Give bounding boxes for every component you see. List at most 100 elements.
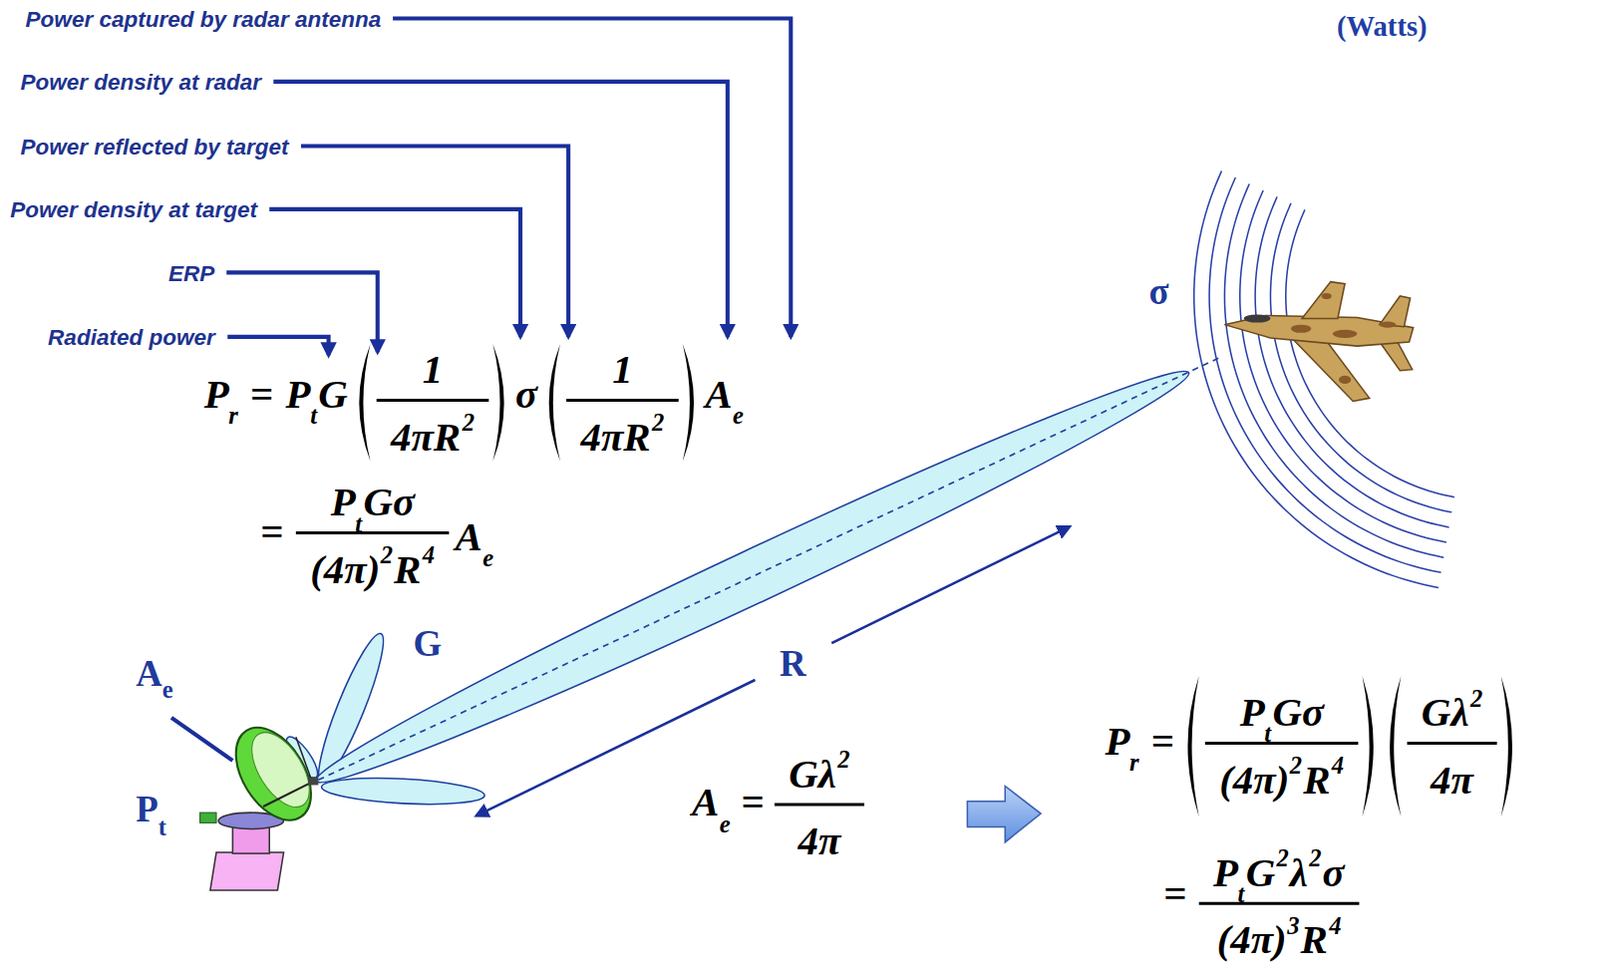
aircraft-target <box>1338 375 1351 384</box>
fraction-bar <box>566 398 679 402</box>
equation-symbol: 2 <box>1470 685 1483 711</box>
parenthesis <box>1389 675 1401 817</box>
radar-antenna <box>296 736 313 782</box>
aircraft-target <box>1321 293 1332 300</box>
equation-symbol: 1 <box>422 349 443 391</box>
equation-symbol: = <box>1163 874 1187 916</box>
equation-symbol: 2 <box>1289 753 1302 779</box>
equation-symbol: A <box>455 517 483 559</box>
leader-arrow <box>226 272 377 352</box>
radar-antenna <box>308 776 319 785</box>
equation-symbol: P <box>330 482 356 524</box>
leader-arrow <box>392 17 791 336</box>
fraction-bar <box>1205 741 1359 745</box>
aircraft-target <box>1290 324 1311 333</box>
equation-symbol: λ <box>1289 852 1308 894</box>
antenna-beam <box>305 348 1201 806</box>
leader-arrow <box>226 17 791 355</box>
fraction-bar <box>376 398 490 402</box>
diagram-label: e <box>162 677 174 703</box>
equation-symbol: e <box>732 402 744 428</box>
radar-antenna <box>200 812 217 823</box>
diagram-label: R <box>779 644 807 682</box>
equation-symbol: 3 <box>1286 913 1299 939</box>
aircraft-target <box>1301 282 1345 320</box>
equation-symbol: 2 <box>1277 846 1289 872</box>
range-arrow <box>831 526 1069 643</box>
equation-symbol: P <box>204 373 230 415</box>
equation-symbol: 4π <box>1430 759 1474 801</box>
equation-symbol: P <box>1240 692 1266 734</box>
wavefront-arc <box>1285 209 1455 497</box>
parenthesis <box>358 343 370 462</box>
aircraft-target <box>1224 282 1413 402</box>
equation-symbol: 2 <box>1308 846 1321 872</box>
parenthesis <box>492 343 504 462</box>
equation-symbol: (4π) <box>310 549 380 591</box>
equation-mark <box>296 343 1513 904</box>
diagram-label: t <box>158 814 167 840</box>
equation-symbol: t <box>1264 721 1272 747</box>
equation-symbol: 2 <box>651 409 664 435</box>
parenthesis <box>1501 675 1513 817</box>
parenthesis <box>682 343 694 462</box>
equation-symbol: = <box>260 511 284 553</box>
equation-symbol: 4 <box>1328 913 1341 939</box>
wavefront-arc <box>1240 190 1447 543</box>
wavefront-arc <box>1209 177 1441 573</box>
equation-symbol: Gσ <box>362 482 415 524</box>
equation-symbol: 2 <box>462 409 475 435</box>
fraction-bar <box>296 531 450 535</box>
parenthesis <box>549 343 561 462</box>
fraction-bar <box>1199 902 1360 906</box>
wavefront-arc <box>1194 170 1439 588</box>
equation-symbol: 4 <box>1331 753 1344 779</box>
equation-symbol: 2 <box>380 543 393 569</box>
equation-symbol: 4π <box>797 821 841 863</box>
equation-symbol: (4π) <box>1217 920 1287 961</box>
antenna-beam <box>320 774 486 808</box>
equation-symbol: R <box>393 549 421 591</box>
equation-symbol: 4πR <box>580 416 650 458</box>
leader-arrow <box>301 145 569 336</box>
equation-symbol: R <box>1300 920 1328 961</box>
diagram-label: G <box>413 625 443 662</box>
equation-symbol: 4 <box>422 543 435 569</box>
equation-symbol: σ <box>1322 852 1345 894</box>
equation-symbol: e <box>482 546 494 572</box>
annotation-label: Power captured by radar antenna <box>25 7 382 31</box>
fraction-bar <box>1407 741 1498 745</box>
radar-antenna <box>200 713 327 890</box>
equation-symbol: t <box>1238 882 1246 908</box>
equation-symbol: 2 <box>837 746 850 772</box>
parenthesis <box>1362 675 1374 817</box>
diagram-label: P <box>135 790 159 828</box>
equation-symbol: P <box>286 373 312 415</box>
equation-symbol: Gλ <box>788 753 837 795</box>
range-arrow <box>476 526 1070 816</box>
diagram-label: A <box>135 654 163 692</box>
equation-symbol: 4πR <box>390 416 461 458</box>
aircraft-target <box>1379 321 1396 328</box>
antenna-beam <box>318 355 1223 780</box>
leader-line <box>171 717 233 761</box>
diagram-label: σ <box>1149 273 1170 311</box>
unit-label: (Watts) <box>1336 12 1428 42</box>
wavefront-arc <box>1255 196 1449 527</box>
wavefront-arc <box>1270 203 1452 513</box>
antenna-beam <box>281 348 1223 809</box>
equation-symbol: R <box>1302 759 1330 801</box>
annotation-label: Power reflected by target <box>19 135 289 159</box>
equation-symbol: P <box>1213 852 1239 894</box>
equation-symbol: t <box>354 511 362 537</box>
parenthesis <box>1187 675 1199 817</box>
annotation-label: ERP <box>168 262 215 286</box>
radar-illustration <box>171 282 1414 891</box>
radar-antenna <box>210 852 285 891</box>
equation-symbol: P <box>1105 720 1131 762</box>
reflected-wavefront <box>1194 170 1455 588</box>
wavefront-arc <box>1224 183 1444 558</box>
annotation-label: Radiated power <box>47 325 216 349</box>
annotation-label: Power density at radar <box>19 70 262 94</box>
equation-symbol: e <box>719 811 731 837</box>
